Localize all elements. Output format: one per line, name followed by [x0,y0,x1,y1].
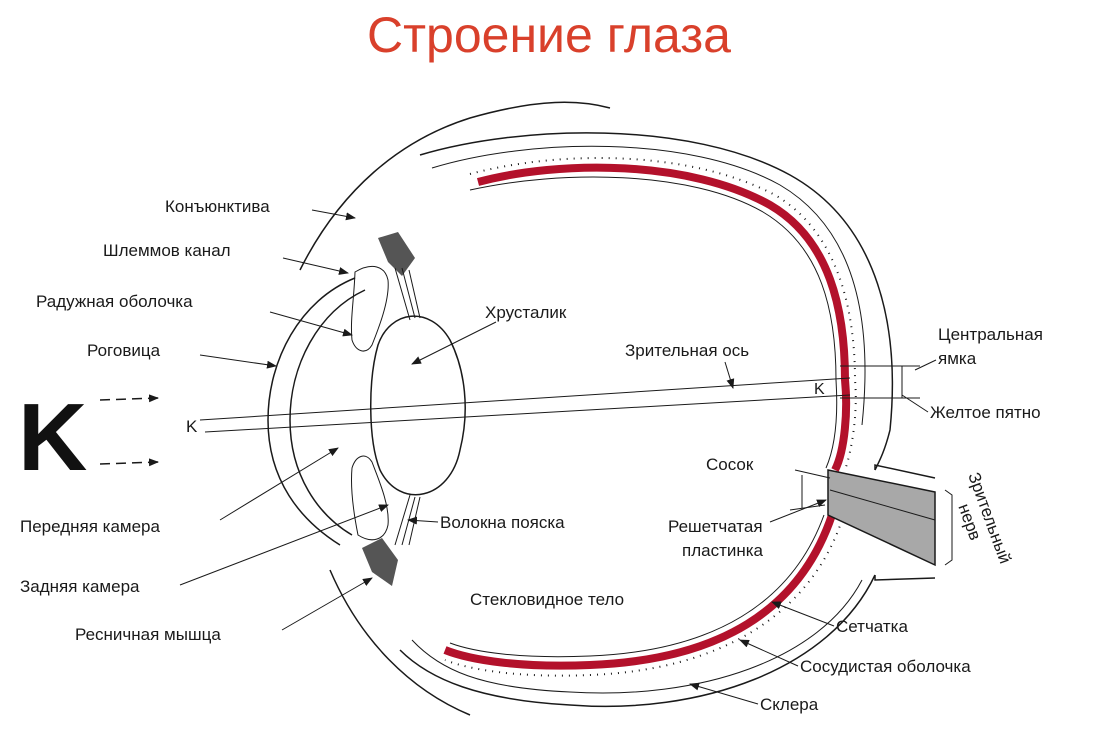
label-anterior-chamber: Передняя камера [20,517,161,536]
leader-conjunctiva [311,209,356,221]
leader-cornea [199,354,277,369]
leader-iris [269,311,353,337]
label-sclera: Склера [760,695,819,714]
zonule-fibers-lower [394,494,421,546]
ray-bottom [99,458,159,467]
disc-mark-top [794,469,831,479]
optic-nerve-brace [944,489,953,566]
label-lamina-line2: пластинка [682,541,764,560]
label-conjunctiva: Конъюнктива [165,197,270,216]
choroid-band [443,163,851,670]
fovea-letter: K [814,381,825,398]
upper-eyelid [299,101,611,271]
label-schlemm-canal: Шлеммов канал [103,241,231,260]
label-retina: Сетчатка [836,617,908,636]
object-letter: K [18,384,87,491]
leader-fovea [914,359,937,371]
leader-posterior [179,504,389,586]
optic-nerve [827,469,936,567]
label-fovea-line1: Центральная [938,325,1043,344]
leader-sclera [689,682,759,705]
retina-line [449,176,838,658]
label-ciliary-muscle: Ресничная мышца [75,625,221,644]
label-macula: Желтое пятно [930,403,1041,422]
optic-nerve-label-group: Зрительный нерв [954,470,1014,566]
leader-macula [901,394,929,413]
leader-lamina [769,499,827,523]
zonule-fibers-upper [394,267,421,321]
iris-lower [350,455,389,541]
page-title: Строение глаза [367,7,731,63]
ciliary-body-upper [378,232,415,276]
label-lens: Хрусталик [485,303,567,322]
axis-letter: K [186,417,198,436]
leader-visual-axis [724,361,735,389]
label-optic-disc: Сосок [706,455,754,474]
label-vitreous-body: Стекловидное тело [470,590,624,609]
leader-zonule [407,516,439,525]
label-iris: Радужная оболочка [36,292,193,311]
optic-nerve-center [829,489,936,521]
leader-ciliary [281,577,373,631]
lower-eyelid [329,569,471,716]
leader-retina [771,601,835,627]
lens [370,315,466,496]
optic-nerve-sheath [874,464,936,581]
label-cornea: Роговица [87,341,161,360]
ray-top [99,394,159,403]
label-zonule-fibers: Волокна пояска [440,513,565,532]
label-fovea-line2: ямка [938,349,977,368]
leader-schlemm [282,257,349,275]
visual-axis-line [199,377,851,421]
label-posterior-chamber: Задняя камера [20,577,140,596]
cornea-outer [267,277,356,546]
label-visual-axis: Зрительная ось [625,341,749,360]
leader-anterior [219,447,339,521]
sclera-inner [411,145,866,694]
sclera-outline [399,132,894,708]
cornea-inner [289,289,366,536]
label-choroid: Сосудистая оболочка [800,657,971,676]
iris-upper [350,265,389,352]
ciliary-body-lower [362,538,398,586]
leader-lens [411,321,497,365]
leader-choroid [739,639,799,667]
label-lamina-line1: Решетчатая [668,517,763,536]
visual-axis-line-2 [204,394,851,433]
